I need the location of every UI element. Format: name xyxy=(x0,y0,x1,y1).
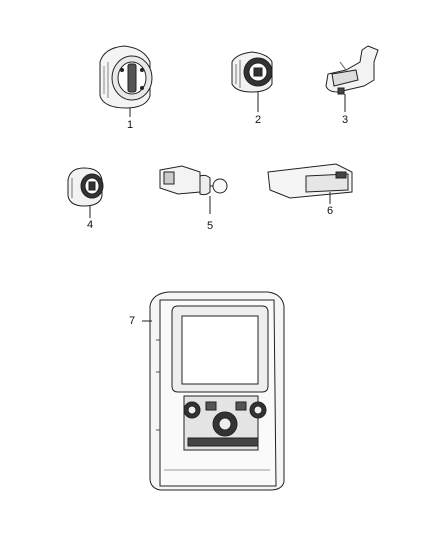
callout-4: 4 xyxy=(87,219,94,231)
callout-5: 5 xyxy=(207,220,214,232)
part-2-push-button-switch xyxy=(231,51,273,112)
part-1-headlamp-switch xyxy=(99,45,153,117)
part-7-radio-control-bezel xyxy=(142,291,285,491)
part-5-plunger-switch xyxy=(159,165,228,214)
callout-2: 2 xyxy=(255,114,262,126)
part-4-round-switch xyxy=(67,167,104,218)
callout-3: 3 xyxy=(342,114,349,126)
callout-7: 7 xyxy=(129,315,136,327)
part-3-bracket-switch xyxy=(325,45,379,112)
callout-1: 1 xyxy=(127,119,134,131)
part-6-console-switch xyxy=(267,163,353,204)
callout-6: 6 xyxy=(327,205,334,217)
